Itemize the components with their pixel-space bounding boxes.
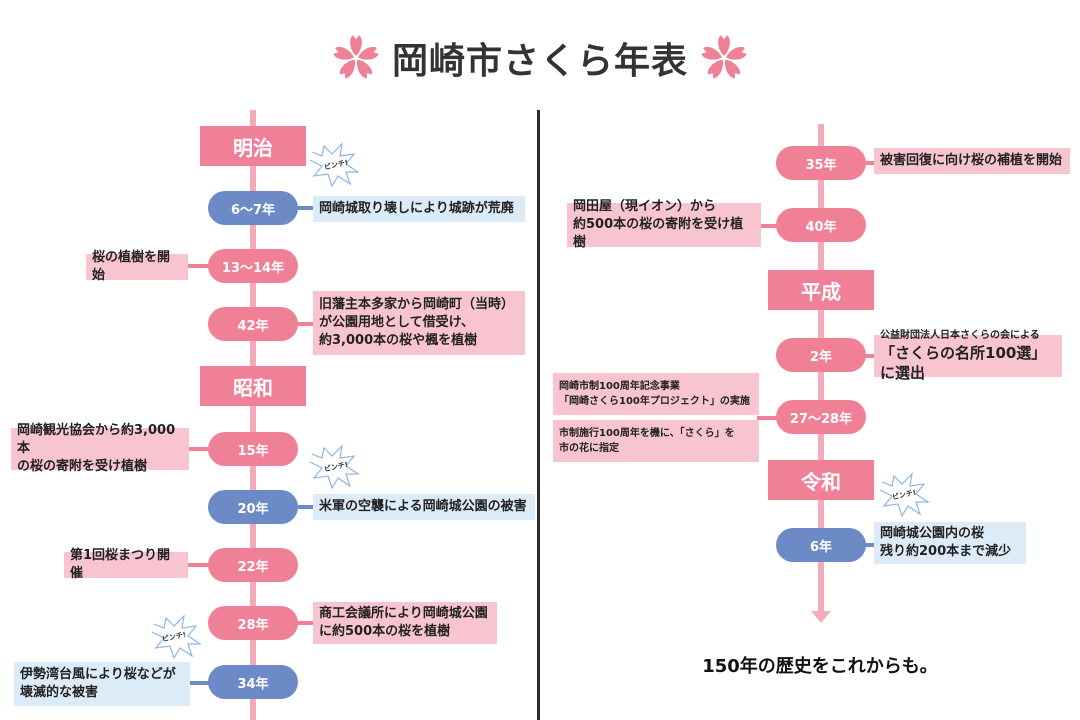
event-box: 被害回復に向け桜の補植を開始 bbox=[874, 148, 1070, 174]
event-box: 岡崎観光協会から約3,000本 の桜の寄附を受け植樹 bbox=[11, 423, 189, 474]
event-text: 岡崎城取り壊しにより城跡が荒廃 bbox=[319, 201, 514, 216]
year-pill: 35年 bbox=[776, 146, 866, 180]
connector bbox=[186, 447, 210, 451]
title-bar: 岡崎市さくら年表 bbox=[0, 28, 1080, 88]
connector bbox=[760, 224, 778, 228]
event-text: 市制施行100周年を機に、「さくら」を bbox=[559, 428, 735, 439]
closing-message: 150年の歴史をこれからも。 bbox=[702, 656, 938, 677]
pinch-burst-icon: ピンチ! bbox=[306, 444, 362, 490]
event-text: 岡崎市制100周年記念事業 bbox=[559, 381, 680, 392]
event-box: 岡崎城取り壊しにより城跡が荒廃 bbox=[313, 196, 525, 222]
year-pill: 2年 bbox=[776, 338, 866, 372]
event-box: 伊勢湾台風により桜などが 壊滅的な被害 bbox=[14, 662, 190, 706]
event-text: 商工会議所により岡崎城公園 bbox=[319, 606, 488, 621]
event-text: が公園用地として借受け、 bbox=[319, 315, 474, 330]
year-pill: 13〜14年 bbox=[208, 249, 298, 283]
event-text: 第1回桜まつり開催 bbox=[70, 548, 171, 581]
event-text-small: 公益財団法人日本さくらの会による bbox=[880, 330, 1040, 341]
sakura-flower-icon bbox=[701, 35, 747, 79]
era-meiji: 明治 bbox=[200, 126, 306, 166]
year-pill: 20年 bbox=[208, 490, 298, 524]
event-text: 米軍の空襲による岡崎城公園の被害 bbox=[319, 499, 527, 514]
event-text-large: 「さくらの名所100選」に選出 bbox=[880, 344, 1047, 382]
event-text: 約500本の桜の寄附を受け植樹 bbox=[573, 217, 744, 250]
connector bbox=[865, 161, 877, 165]
event-box: 岡崎市制100周年記念事業 「岡崎さくら100年プロジェクト」の実施 bbox=[553, 373, 759, 415]
event-text: 岡崎観光協会から約3,000本 bbox=[17, 423, 176, 456]
connector bbox=[757, 416, 777, 420]
connector bbox=[186, 563, 210, 567]
connector bbox=[297, 206, 315, 210]
event-box: 旧藩主本多家から岡崎町（当時） が公園用地として借受け、 約3,000本の桜や楓… bbox=[313, 291, 525, 355]
event-text: 残り約200本まで減少 bbox=[880, 544, 1012, 559]
event-box: 公益財団法人日本さくらの会による 「さくらの名所100選」に選出 bbox=[874, 330, 1062, 382]
year-pill: 40年 bbox=[776, 208, 866, 242]
event-text: 伊勢湾台風により桜などが bbox=[20, 667, 176, 682]
event-box: 岡田屋（現イオン）から 約500本の桜の寄附を受け植樹 bbox=[567, 199, 761, 250]
event-box: 岡崎城公園内の桜 残り約200本まで減少 bbox=[874, 522, 1026, 564]
year-pill: 28年 bbox=[208, 606, 298, 640]
event-box: 市制施行100周年を機に、「さくら」を 市の花に指定 bbox=[553, 420, 759, 462]
pinch-burst-icon: ピンチ! bbox=[306, 142, 362, 188]
event-box: 桜の植樹を開始 bbox=[86, 250, 188, 283]
event-text: 約3,000本の桜や楓を植樹 bbox=[319, 333, 478, 348]
sakura-flower-icon bbox=[333, 35, 379, 79]
event-text: 壊滅的な被害 bbox=[20, 685, 99, 700]
timeline-axis-left bbox=[250, 110, 256, 720]
connector bbox=[186, 264, 210, 268]
event-text: 岡崎城公園内の桜 bbox=[880, 526, 985, 541]
connector bbox=[865, 354, 877, 358]
connector bbox=[865, 543, 877, 547]
era-heisei: 平成 bbox=[768, 270, 874, 310]
connector bbox=[297, 505, 315, 509]
event-text: 桜の植樹を開始 bbox=[92, 250, 171, 283]
event-text: 市の花に指定 bbox=[559, 443, 619, 454]
connector bbox=[297, 322, 315, 326]
event-box: 米軍の空襲による岡崎城公園の被害 bbox=[313, 494, 535, 520]
year-pill: 34年 bbox=[208, 665, 298, 699]
pinch-burst-icon: ピンチ! bbox=[876, 472, 932, 518]
page-title: 岡崎市さくら年表 bbox=[391, 41, 688, 82]
event-text: 旧藩主本多家から岡崎町（当時） bbox=[319, 297, 515, 312]
event-box: 商工会議所により岡崎城公園 に約500本の桜を植樹 bbox=[313, 602, 497, 644]
event-text: 岡田屋（現イオン）から bbox=[573, 199, 717, 214]
year-pill: 6年 bbox=[776, 528, 866, 562]
connector bbox=[297, 621, 315, 625]
pinch-burst-icon: ピンチ! bbox=[148, 614, 204, 660]
event-text: の桜の寄附を受け植樹 bbox=[17, 459, 148, 474]
event-box: 第1回桜まつり開催 bbox=[64, 548, 188, 581]
event-text: 「岡崎さくら100年プロジェクト」の実施 bbox=[559, 396, 750, 407]
era-showa: 昭和 bbox=[200, 366, 306, 406]
year-pill: 6〜7年 bbox=[208, 191, 298, 225]
year-pill: 15年 bbox=[208, 432, 298, 466]
column-divider bbox=[537, 110, 540, 720]
year-pill: 42年 bbox=[208, 307, 298, 341]
era-reiwa: 令和 bbox=[768, 460, 874, 500]
event-text: 被害回復に向け桜の補植を開始 bbox=[880, 153, 1063, 168]
arrow-down-icon bbox=[811, 611, 831, 623]
connector bbox=[186, 681, 210, 685]
event-text: に約500本の桜を植樹 bbox=[319, 624, 451, 639]
year-pill: 22年 bbox=[208, 548, 298, 582]
year-pill: 27〜28年 bbox=[776, 400, 866, 434]
